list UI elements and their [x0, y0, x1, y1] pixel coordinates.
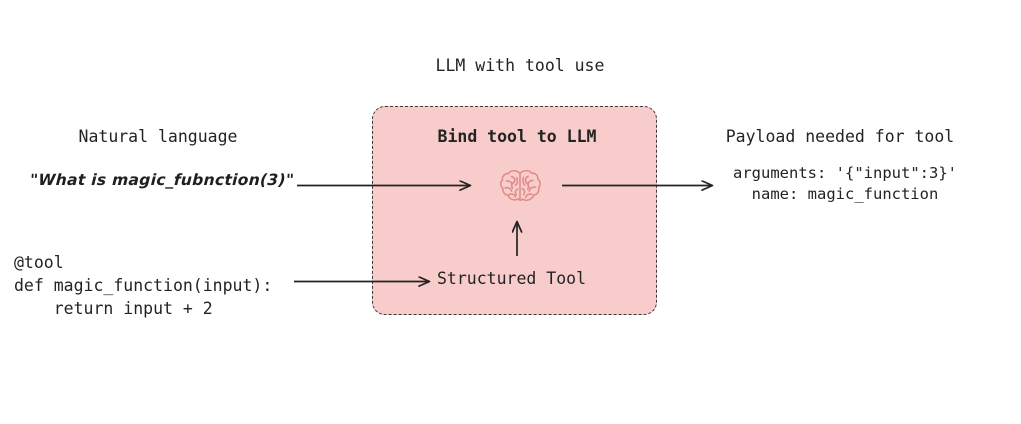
brain-icon	[499, 169, 541, 201]
tool-code-block: @tool def magic_function(input): return …	[14, 253, 273, 318]
payload-heading: Payload needed for tool	[725, 127, 955, 146]
bind-tool-to-llm-heading: Bind tool to LLM	[437, 127, 597, 146]
natural-language-heading: Natural language	[78, 127, 238, 146]
structured-tool-label: Structured Tool	[437, 269, 587, 288]
page-title: LLM with tool use	[435, 56, 605, 75]
payload-body-text: arguments: '{"input":3}' name: magic_fun…	[733, 164, 957, 203]
user-utterance-text: "What is magic_fubnction(3)"	[29, 171, 295, 189]
